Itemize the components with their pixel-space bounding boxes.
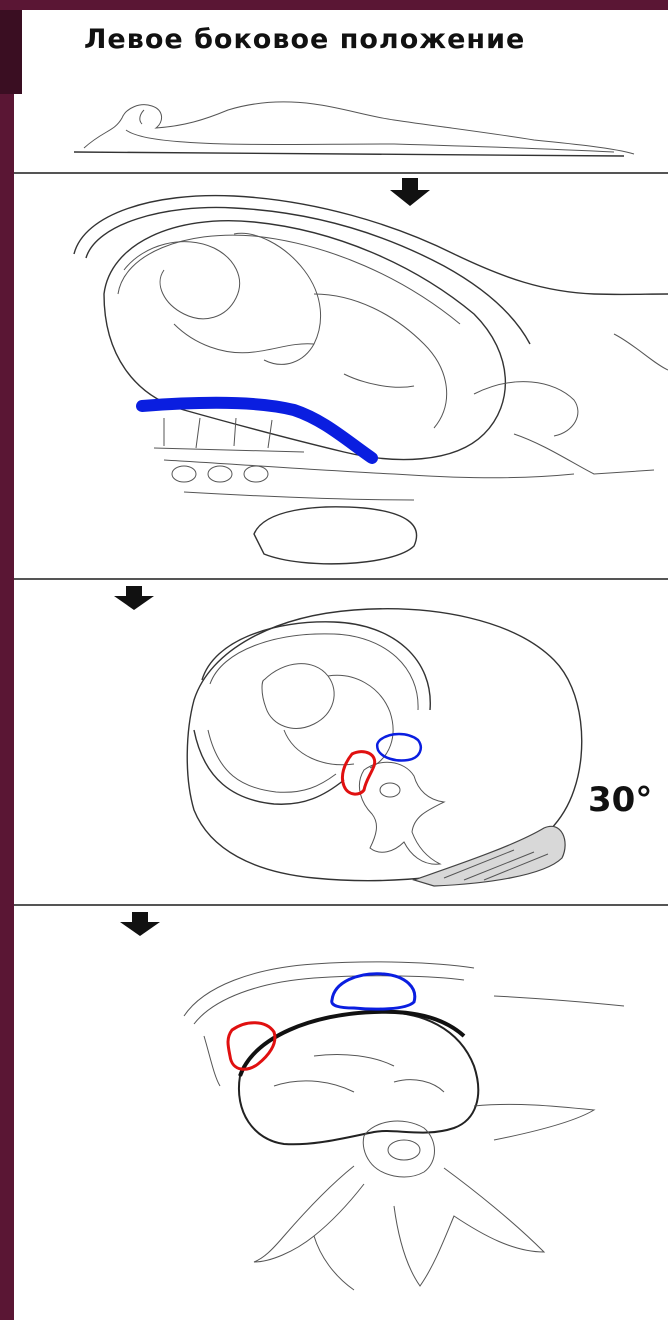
sagittal-section-illustration [14, 174, 668, 578]
panel-side-lying-figure [14, 70, 668, 170]
red-aorta-marker [342, 752, 374, 794]
transverse-section-illustration [14, 580, 668, 902]
panel-transverse-section: 30° [14, 580, 668, 902]
blue-vena-cava-marker [377, 734, 421, 761]
arrow-down-icon [390, 178, 430, 206]
tilt-angle-label: 30° [588, 780, 652, 820]
red-aorta-marker [228, 1023, 275, 1070]
frame-top-border [0, 0, 668, 10]
panel-sagittal-section [14, 174, 668, 578]
arrow-down-icon [120, 912, 160, 936]
vertebra-closeup-illustration [14, 906, 668, 1320]
side-lying-figure-illustration [14, 70, 668, 170]
blue-vena-cava-marker [332, 974, 415, 1009]
arrow-down-icon [114, 586, 154, 610]
diagram-title: Левое боковое положение [84, 24, 525, 55]
panel-vertebra-closeup [14, 906, 668, 1320]
frame-left-border [0, 0, 14, 1320]
